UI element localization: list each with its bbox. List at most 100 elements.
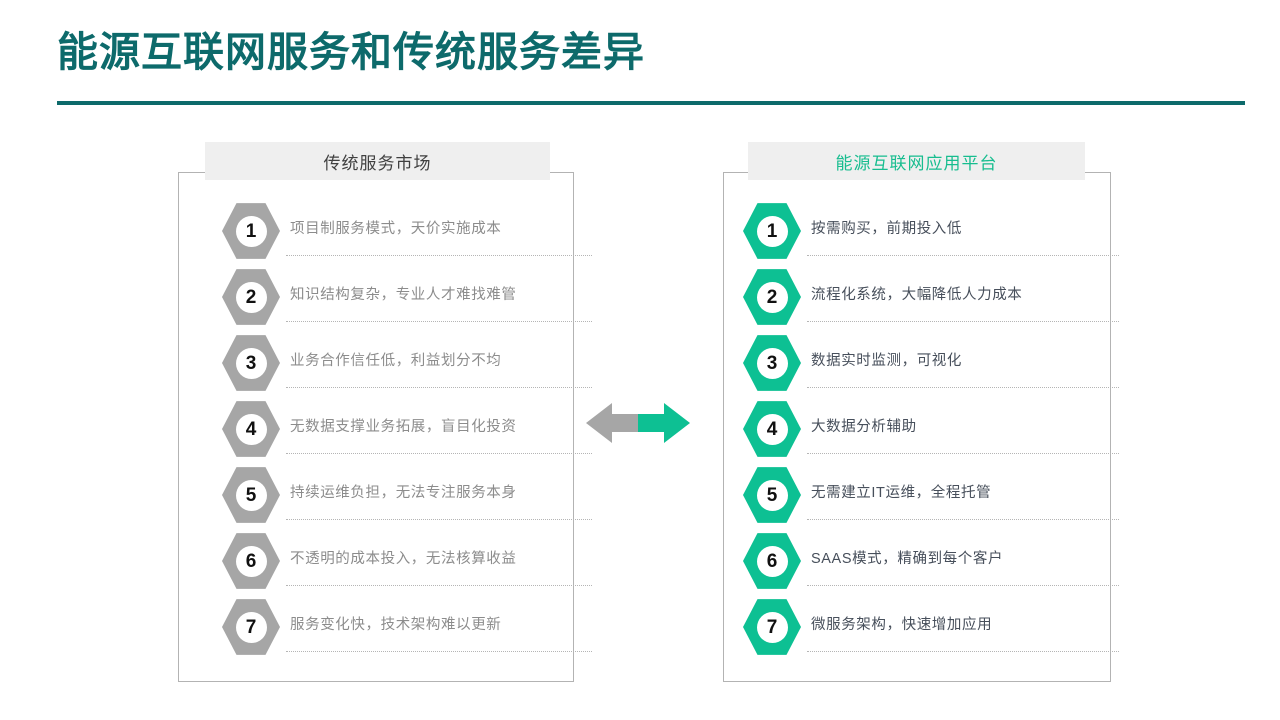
- list-item-underline: [286, 453, 592, 454]
- arrow-left-head: [586, 403, 638, 443]
- list-item-label: 持续运维负担，无法专注服务本身: [290, 484, 517, 501]
- hexagon-badge-icon: 7: [743, 599, 801, 655]
- double-arrow-icon: [586, 400, 690, 446]
- hexagon-badge-disc: 4: [756, 413, 788, 445]
- list-item-underline: [807, 519, 1119, 520]
- hexagon-badge-disc: 3: [235, 347, 267, 379]
- list-item-number: 3: [766, 352, 778, 374]
- list-item-text-wrap: 项目制服务模式，天价实施成本: [286, 202, 592, 260]
- list-item-underline: [286, 321, 592, 322]
- list-item-text-wrap: 业务合作信任低，利益划分不均: [286, 334, 592, 392]
- hexagon-badge-disc: 4: [235, 413, 267, 445]
- list-item-number: 5: [766, 484, 778, 506]
- hexagon-badge-disc: 2: [756, 281, 788, 313]
- list-item-underline: [286, 519, 592, 520]
- list-item-text-wrap: 知识结构复杂，专业人才难找难管: [286, 268, 592, 326]
- list-item[interactable]: 3 数据实时监测，可视化: [743, 330, 1119, 396]
- list-item-underline: [286, 585, 592, 586]
- hexagon-badge-icon: 5: [222, 467, 280, 523]
- list-item[interactable]: 6 SAAS模式，精确到每个客户: [743, 528, 1119, 594]
- list-item-text-wrap: 按需购买，前期投入低: [807, 202, 1119, 260]
- energy-internet-platform-panel-title: 能源互联网应用平台: [835, 153, 998, 173]
- list-item-label: 知识结构复杂，专业人才难找难管: [290, 286, 517, 303]
- list-item-number: 1: [245, 220, 257, 242]
- traditional-service-panel-title: 传统服务市场: [323, 153, 432, 173]
- list-item[interactable]: 2 流程化系统，大幅降低人力成本: [743, 264, 1119, 330]
- list-item-underline: [807, 321, 1119, 322]
- traditional-service-item-list: 1 项目制服务模式，天价实施成本 2 知识结构复杂，专业人才难找难管 3 业务合作信任低，…: [222, 198, 592, 660]
- list-item[interactable]: 6 不透明的成本投入，无法核算收益: [222, 528, 592, 594]
- list-item-number: 2: [766, 286, 778, 308]
- list-item-underline: [286, 387, 592, 388]
- hexagon-badge-disc: 1: [756, 215, 788, 247]
- hexagon-badge-icon: 6: [222, 533, 280, 589]
- list-item-label: 无数据支撑业务拓展，盲目化投资: [290, 418, 517, 435]
- hexagon-badge-icon: 5: [743, 467, 801, 523]
- list-item[interactable]: 7 服务变化快，技术架构难以更新: [222, 594, 592, 660]
- hexagon-badge-disc: 1: [235, 215, 267, 247]
- list-item-underline: [807, 255, 1119, 256]
- hexagon-badge-icon: 6: [743, 533, 801, 589]
- list-item-label: 服务变化快，技术架构难以更新: [290, 616, 502, 633]
- hexagon-badge-icon: 1: [743, 203, 801, 259]
- list-item-number: 4: [245, 418, 257, 440]
- list-item-label: 无需建立IT运维，全程托管: [811, 484, 992, 501]
- energy-internet-platform-item-list: 1 按需购买，前期投入低 2 流程化系统，大幅降低人力成本 3 数据实时监测，可视化 4 大数…: [743, 198, 1119, 660]
- list-item-text-wrap: 微服务架构，快速增加应用: [807, 598, 1119, 656]
- list-item[interactable]: 4 无数据支撑业务拓展，盲目化投资: [222, 396, 592, 462]
- list-item-text-wrap: 数据实时监测，可视化: [807, 334, 1119, 392]
- energy-internet-platform-panel-header: 能源互联网应用平台: [748, 142, 1085, 180]
- list-item-underline: [807, 453, 1119, 454]
- list-item-number: 7: [766, 616, 778, 638]
- list-item[interactable]: 3 业务合作信任低，利益划分不均: [222, 330, 592, 396]
- list-item-label: 不透明的成本投入，无法核算收益: [290, 550, 517, 567]
- list-item-underline: [807, 651, 1119, 652]
- list-item[interactable]: 2 知识结构复杂，专业人才难找难管: [222, 264, 592, 330]
- list-item-text-wrap: 服务变化快，技术架构难以更新: [286, 598, 592, 656]
- list-item[interactable]: 5 持续运维负担，无法专注服务本身: [222, 462, 592, 528]
- list-item-text-wrap: 持续运维负担，无法专注服务本身: [286, 466, 592, 524]
- list-item-label: 大数据分析辅助: [811, 418, 917, 435]
- list-item[interactable]: 7 微服务架构，快速增加应用: [743, 594, 1119, 660]
- hexagon-badge-disc: 3: [756, 347, 788, 379]
- list-item-number: 6: [245, 550, 257, 572]
- hexagon-badge-disc: 5: [756, 479, 788, 511]
- hexagon-badge-disc: 7: [756, 611, 788, 643]
- list-item-text-wrap: 无数据支撑业务拓展，盲目化投资: [286, 400, 592, 458]
- list-item[interactable]: 1 按需购买，前期投入低: [743, 198, 1119, 264]
- list-item[interactable]: 1 项目制服务模式，天价实施成本: [222, 198, 592, 264]
- traditional-service-panel-header: 传统服务市场: [205, 142, 550, 180]
- list-item-underline: [286, 651, 592, 652]
- page-title: 能源互联网服务和传统服务差异: [57, 29, 645, 75]
- list-item-number: 5: [245, 484, 257, 506]
- hexagon-badge-disc: 6: [235, 545, 267, 577]
- list-item-number: 3: [245, 352, 257, 374]
- list-item-label: 流程化系统，大幅降低人力成本: [811, 286, 1023, 303]
- list-item-label: 微服务架构，快速增加应用: [811, 616, 993, 633]
- list-item-number: 1: [766, 220, 778, 242]
- list-item[interactable]: 4 大数据分析辅助: [743, 396, 1119, 462]
- title-divider: [57, 101, 1245, 105]
- hexagon-badge-icon: 3: [743, 335, 801, 391]
- list-item-underline: [286, 255, 592, 256]
- hexagon-badge-disc: 6: [756, 545, 788, 577]
- list-item[interactable]: 5 无需建立IT运维，全程托管: [743, 462, 1119, 528]
- hexagon-badge-icon: 3: [222, 335, 280, 391]
- hexagon-badge-disc: 5: [235, 479, 267, 511]
- list-item-text-wrap: 无需建立IT运维，全程托管: [807, 466, 1119, 524]
- list-item-text-wrap: 大数据分析辅助: [807, 400, 1119, 458]
- list-item-label: 项目制服务模式，天价实施成本: [290, 220, 502, 237]
- hexagon-badge-icon: 2: [743, 269, 801, 325]
- hexagon-badge-disc: 7: [235, 611, 267, 643]
- hexagon-badge-disc: 2: [235, 281, 267, 313]
- list-item-text-wrap: 流程化系统，大幅降低人力成本: [807, 268, 1119, 326]
- list-item-number: 4: [766, 418, 778, 440]
- hexagon-badge-icon: 2: [222, 269, 280, 325]
- list-item-label: 数据实时监测，可视化: [811, 352, 962, 369]
- list-item-label: SAAS模式，精确到每个客户: [811, 550, 1004, 567]
- list-item-underline: [807, 387, 1119, 388]
- list-item-number: 6: [766, 550, 778, 572]
- list-item-underline: [807, 585, 1119, 586]
- arrow-right-head: [638, 403, 690, 443]
- list-item-text-wrap: 不透明的成本投入，无法核算收益: [286, 532, 592, 590]
